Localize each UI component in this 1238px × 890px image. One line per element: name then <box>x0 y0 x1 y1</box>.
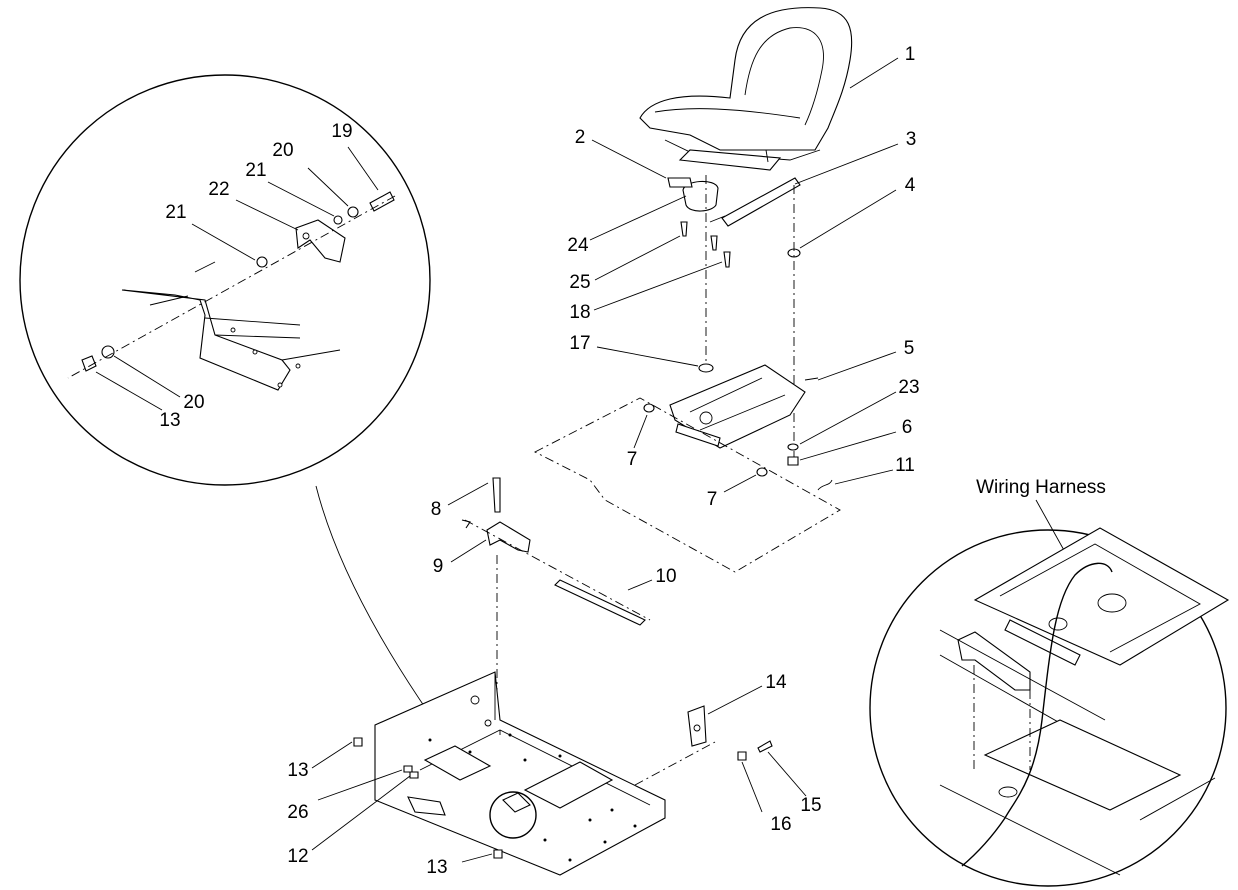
callout-2: 2 <box>575 127 586 148</box>
callout-labels: 1 2 3 4 24 25 18 17 5 23 6 7 7 11 8 9 10… <box>159 44 919 878</box>
callout-15: 15 <box>800 795 821 816</box>
callout-10: 10 <box>655 566 676 587</box>
callout-4: 4 <box>905 175 916 196</box>
callout-18: 18 <box>569 302 590 323</box>
callout-21a: 21 <box>245 160 266 181</box>
callout-20b: 20 <box>183 392 204 413</box>
detail-view-left <box>19 74 494 801</box>
callout-21b: 21 <box>165 202 186 223</box>
detail-view-right: Wiring Harness <box>869 477 1230 887</box>
callout-1: 1 <box>905 44 916 65</box>
hinge-assembly <box>461 477 651 700</box>
seat-plate <box>534 363 841 573</box>
callout-7a: 7 <box>627 449 638 470</box>
callout-14: 14 <box>765 672 787 693</box>
callout-8: 8 <box>431 499 442 520</box>
frame <box>353 671 773 876</box>
callout-20a: 20 <box>272 140 293 161</box>
callout-7b: 7 <box>707 489 718 510</box>
callout-17: 17 <box>569 333 590 354</box>
callout-24: 24 <box>567 235 589 256</box>
leader-lines <box>95 57 899 863</box>
callout-5: 5 <box>904 338 915 359</box>
seat <box>639 7 853 171</box>
callout-23: 23 <box>898 377 919 398</box>
callout-12: 12 <box>287 846 308 867</box>
callout-22: 22 <box>208 179 229 200</box>
callout-9: 9 <box>433 556 444 577</box>
frame-holes <box>428 733 637 862</box>
callout-26: 26 <box>287 802 308 823</box>
callout-13a: 13 <box>287 760 308 781</box>
callout-13c: 13 <box>159 410 180 431</box>
seat-hardware <box>667 175 801 460</box>
callout-19: 19 <box>331 121 352 142</box>
callout-3: 3 <box>906 129 917 150</box>
callout-25: 25 <box>569 272 590 293</box>
callout-13b: 13 <box>426 857 447 878</box>
callout-11: 11 <box>895 455 915 476</box>
callout-6: 6 <box>902 417 913 438</box>
callout-16: 16 <box>770 814 791 835</box>
wiring-harness-caption: Wiring Harness <box>976 477 1106 498</box>
